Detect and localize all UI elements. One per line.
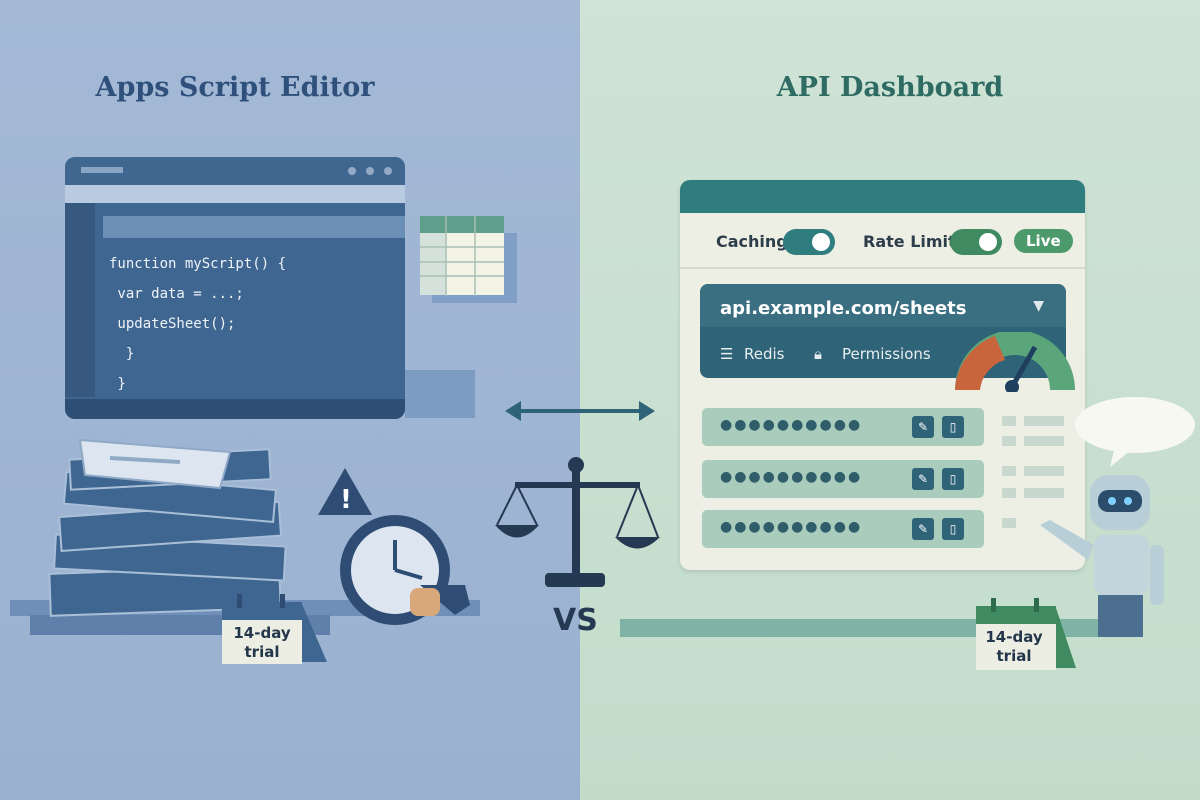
code-line: updateSheet(); — [109, 316, 236, 332]
list-row[interactable]: ●●●●●●●●●● ✎ ▯ — [702, 460, 984, 498]
apps-script-title: Apps Script Editor — [95, 72, 375, 103]
paper-sheet — [78, 438, 232, 490]
code-editor-window: function myScript() { var data = ...; up… — [65, 157, 405, 419]
chevron-down-icon[interactable]: ▼ — [1033, 298, 1044, 314]
calendar-text: 14-day — [985, 628, 1043, 646]
robot-icon — [1040, 397, 1195, 637]
caching-label: Caching — [716, 232, 788, 251]
clock-icon: ! — [318, 468, 470, 625]
speech-bubble-icon — [1075, 397, 1195, 453]
scale-icon — [495, 457, 660, 587]
list-row[interactable]: ●●●●●●●●●● ✎ ▯ — [702, 408, 984, 446]
side-list — [1002, 416, 1064, 528]
redis-label: Redis — [744, 345, 785, 363]
masked-key: ●●●●●●●●●● — [720, 469, 863, 485]
code-line: var data = ...; — [109, 286, 244, 302]
code-line: } — [109, 376, 126, 392]
database-icon: ☰ — [720, 345, 734, 363]
masked-key: ●●●●●●●●●● — [720, 519, 863, 535]
trash-icon[interactable]: ▯ — [942, 518, 964, 540]
hand — [410, 588, 440, 616]
endpoint-url: api.example.com/sheets — [720, 298, 967, 319]
caching-toggle[interactable] — [783, 229, 835, 255]
code-line: } — [109, 346, 135, 362]
api-dashboard-title: API Dashboard — [776, 72, 1004, 103]
code-line: function myScript() { — [109, 256, 287, 272]
masked-key: ●●●●●●●●●● — [720, 417, 863, 433]
edit-icon[interactable]: ✎ — [912, 416, 934, 438]
live-badge: Live — [1014, 229, 1073, 253]
calendar-text: trial — [996, 647, 1032, 665]
editor-tabbar — [103, 216, 405, 238]
code-area[interactable]: function myScript() { var data = ...; up… — [109, 249, 286, 399]
svg-text:!: ! — [340, 485, 352, 515]
endpoint-select[interactable]: api.example.com/sheets ▼ ☰ Redis 🔒︎ Perm… — [700, 284, 1066, 378]
double-arrow-icon — [505, 401, 655, 421]
gauge-icon — [955, 332, 1075, 392]
calendar-text: trial — [244, 643, 280, 661]
edit-icon[interactable]: ✎ — [912, 468, 934, 490]
permissions-label: Permissions — [842, 345, 931, 363]
trash-icon[interactable]: ▯ — [942, 416, 964, 438]
window-dot[interactable] — [366, 167, 374, 175]
rate-limit-label: Rate Limit — [863, 232, 956, 251]
list-row[interactable]: ●●●●●●●●●● ✎ ▯ — [702, 510, 984, 548]
decor-block — [405, 370, 475, 418]
spreadsheet-icon — [420, 216, 504, 296]
api-dashboard-window: Caching Rate Limit Live api.example.com/… — [680, 180, 1085, 570]
window-dot[interactable] — [384, 167, 392, 175]
trash-icon[interactable]: ▯ — [942, 468, 964, 490]
lock-icon: 🔒︎ — [814, 345, 822, 363]
warning-icon — [318, 468, 372, 515]
window-dot[interactable] — [348, 167, 356, 175]
vs-label: VS — [553, 603, 598, 638]
line-gutter — [65, 203, 95, 397]
rate-limit-toggle[interactable] — [950, 229, 1002, 255]
calendar-text: 14-day — [233, 624, 291, 642]
edit-icon[interactable]: ✎ — [912, 518, 934, 540]
